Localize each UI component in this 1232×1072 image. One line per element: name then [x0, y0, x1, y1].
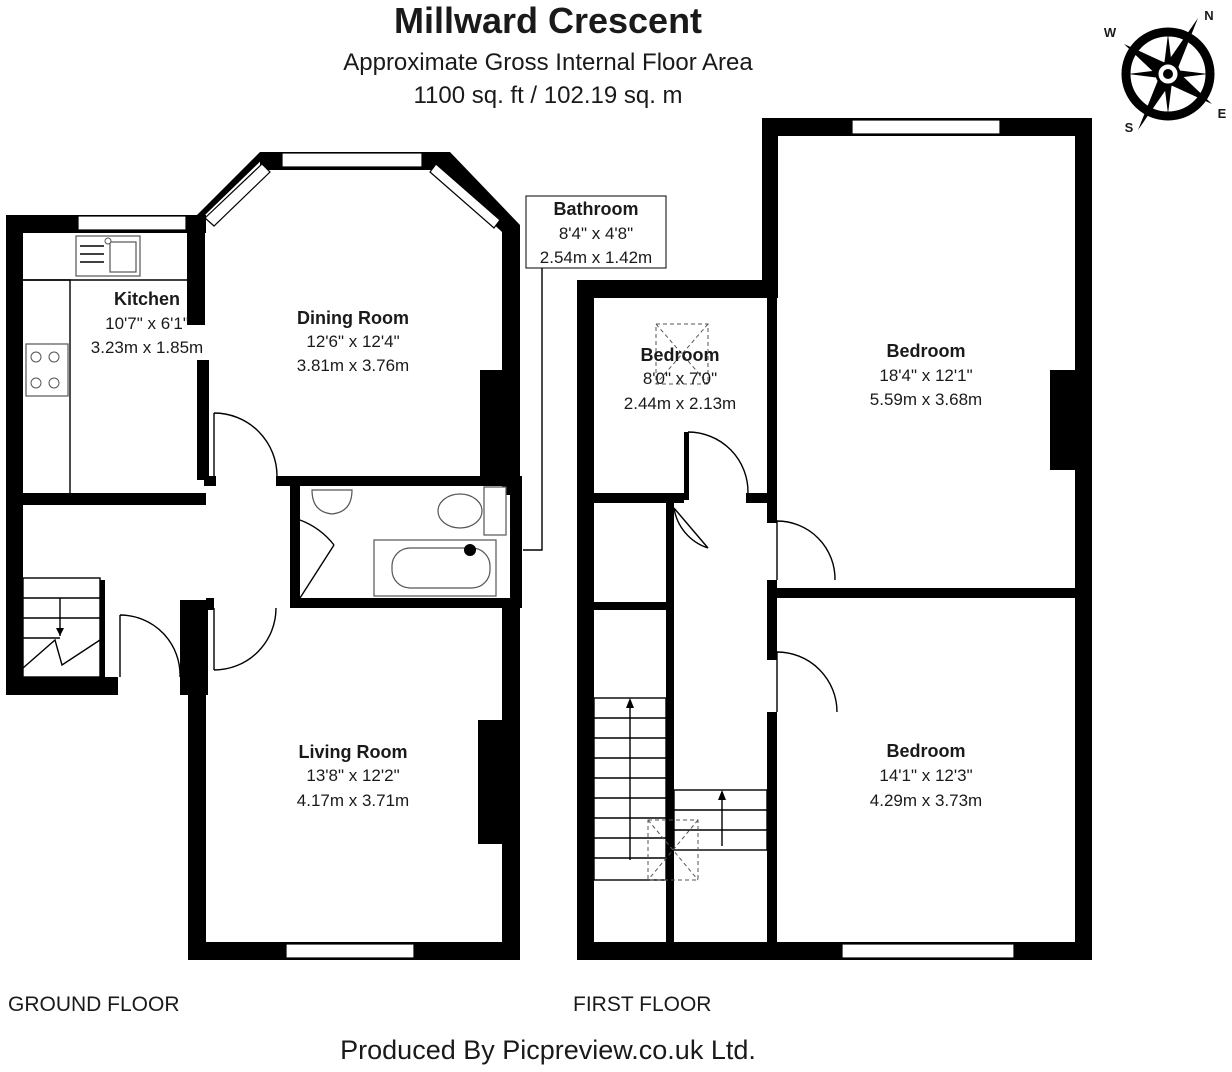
small-bedroom-name: Bedroom: [640, 345, 719, 365]
rear-bedroom-name: Bedroom: [886, 741, 965, 761]
dining-room-name: Dining Room: [297, 308, 409, 328]
loft-hatch-icon: [655, 323, 709, 385]
dining-room-metric: 3.81m x 3.76m: [297, 356, 409, 375]
dining-bay-window-front: [281, 152, 423, 168]
compass-east-label: E: [1218, 106, 1227, 121]
compass-north-label: N: [1204, 8, 1213, 23]
living-window: [285, 943, 415, 959]
rear-bedroom-window: [841, 943, 1015, 959]
bathroom-door[interactable]: [299, 519, 335, 599]
rear-bedroom-imperial: 14'1" x 12'3": [879, 766, 972, 785]
kitchen-name: Kitchen: [114, 289, 180, 309]
dining-room-imperial: 12'6" x 12'4": [306, 332, 399, 351]
living-door[interactable]: [213, 607, 277, 671]
dining-door[interactable]: [213, 412, 278, 477]
cupboard-door[interactable]: [673, 507, 709, 549]
large-bedroom-door[interactable]: [776, 520, 836, 581]
large-bedroom-name: Bedroom: [886, 341, 965, 361]
ground-floor-stairs: [22, 577, 101, 678]
large-bedroom-metric: 5.59m x 3.68m: [870, 390, 982, 409]
bathroom-imperial: 8'4" x 4'8": [559, 224, 633, 243]
plan-area: 1100 sq. ft / 102.19 sq. m: [413, 82, 682, 109]
kitchen-metric: 3.23m x 1.85m: [91, 338, 203, 357]
compass-south-label: S: [1125, 120, 1134, 135]
rear-bedroom-door[interactable]: [776, 651, 838, 713]
kitchen-window: [77, 215, 187, 231]
plan-subtitle: Approximate Gross Internal Floor Area: [343, 49, 753, 76]
bathroom-name: Bathroom: [554, 199, 639, 219]
compass-rose-icon: [1121, 18, 1215, 130]
bathroom-metric: 2.54m x 1.42m: [540, 248, 652, 267]
large-bedroom-imperial: 18'4" x 12'1": [879, 366, 972, 385]
footer-credit: Produced By Picpreview.co.uk Ltd.: [340, 1035, 756, 1065]
bathroom-label-box: [525, 195, 667, 269]
plan-title: Millward Crescent: [394, 0, 702, 41]
rear-bedroom-metric: 4.29m x 3.73m: [870, 791, 982, 810]
small-bedroom-door[interactable]: [687, 431, 749, 494]
compass-west-label: W: [1104, 25, 1117, 40]
front-door[interactable]: [119, 614, 181, 678]
first-floor-label: FIRST FLOOR: [573, 993, 711, 1016]
dining-bay-window-left: [204, 163, 271, 227]
toilet-cistern: [483, 486, 507, 536]
small-bedroom-metric: 2.44m x 2.13m: [624, 394, 736, 413]
living-room-imperial: 13'8" x 12'2": [306, 766, 399, 785]
kitchen-units: [23, 235, 190, 493]
first-floor-stairs: [593, 697, 768, 881]
living-room-name: Living Room: [299, 742, 408, 762]
front-bedroom-window: [851, 119, 1001, 135]
toilet-icon: [437, 493, 483, 529]
kitchen-hob-icon: [25, 343, 69, 397]
bathroom-pointer-line: [523, 268, 543, 551]
bathroom-fixtures: [311, 268, 543, 597]
kitchen-imperial: 10'7" x 6'1": [105, 314, 189, 333]
small-bedroom-imperial: 8'0" x 7'0": [643, 369, 717, 388]
basin-icon: [311, 489, 353, 515]
ground-floor-label: GROUND FLOOR: [8, 993, 180, 1016]
dining-bay-window-right: [429, 163, 501, 229]
living-room-metric: 4.17m x 3.71m: [297, 791, 409, 810]
